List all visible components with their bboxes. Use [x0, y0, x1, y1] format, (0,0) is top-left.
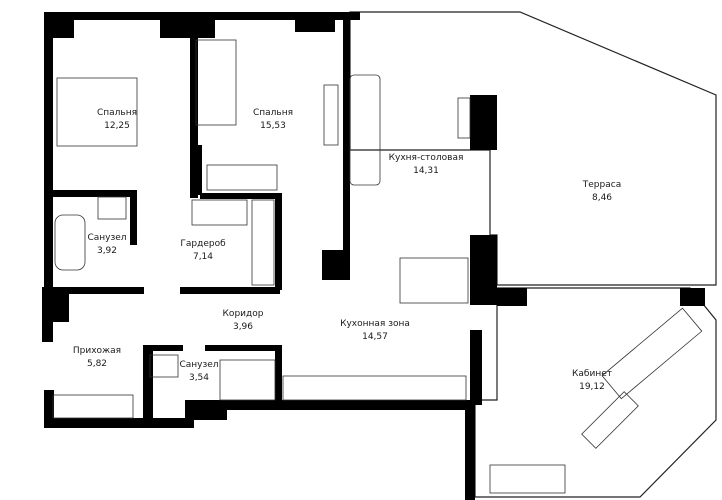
- bathtub: [54, 214, 86, 271]
- terrace-outline: [349, 11, 717, 286]
- cooktop-counter: [399, 257, 469, 304]
- room-name: Кухонная зона: [340, 319, 410, 329]
- room-name: Кухня-столовая: [388, 153, 464, 163]
- room-label-bathroom-2: Санузел 3,54: [179, 359, 218, 385]
- toilet: [149, 354, 179, 378]
- room-name: Спальня: [252, 108, 294, 118]
- bed-1: [56, 77, 138, 147]
- room-label-bedroom-1: Спальня 12,25: [97, 107, 137, 133]
- radiator: [323, 84, 339, 146]
- room-name: Терраса: [582, 180, 622, 190]
- shower: [219, 359, 276, 401]
- room-name: Санузел: [179, 360, 219, 370]
- room-name: Прихожая: [72, 346, 122, 356]
- room-area: 7,14: [192, 252, 214, 262]
- room-area: 3,96: [232, 322, 254, 332]
- room-area: 3,92: [96, 246, 118, 256]
- bed-2: [195, 39, 237, 126]
- room-label-hallway: Прихожая 5,82: [73, 345, 121, 371]
- room-label-terrace: Терраса 8,46: [583, 179, 621, 205]
- study-closet: [489, 464, 566, 494]
- room-name: Коридор: [222, 309, 264, 319]
- room-label-study: Кабинет 19,12: [572, 368, 612, 394]
- room-area: 8,46: [591, 193, 613, 203]
- room-area: 14,57: [362, 332, 388, 342]
- kitchen-cabinet: [457, 97, 471, 139]
- sofa: [349, 74, 381, 186]
- sink: [97, 196, 127, 220]
- room-area: 15,53: [260, 121, 286, 131]
- room-label-bedroom-2: Спальня 15,53: [253, 107, 293, 133]
- room-name: Кабинет: [572, 369, 612, 379]
- hallway-cabinet: [52, 394, 134, 419]
- wardrobe-closet-3: [251, 199, 275, 286]
- room-label-bathroom-1: Санузел 3,92: [87, 232, 126, 258]
- room-name: Санузел: [87, 233, 127, 243]
- room-name: Спальня: [96, 108, 138, 118]
- wardrobe-closet-2: [191, 199, 248, 226]
- room-label-kitchen-dining: Кухня-столовая 14,31: [389, 152, 464, 178]
- room-label-wardrobe: Гардероб 7,14: [180, 238, 225, 264]
- room-label-corridor: Коридор 3,96: [223, 308, 264, 334]
- wardrobe-closet: [206, 164, 278, 191]
- room-name: Гардероб: [180, 239, 226, 249]
- room-area: 5,82: [86, 359, 108, 369]
- room-label-kitchen-zone: Кухонная зона 14,57: [340, 318, 410, 344]
- room-area: 12,25: [104, 121, 130, 131]
- furniture: [52, 39, 703, 494]
- room-area: 19,12: [579, 382, 605, 392]
- desk: [601, 307, 703, 400]
- walls: [42, 12, 705, 500]
- study-radiator: [581, 391, 639, 449]
- room-area: 3,54: [188, 373, 210, 383]
- kitchen-counter: [282, 375, 467, 401]
- room-area: 14,31: [413, 166, 439, 176]
